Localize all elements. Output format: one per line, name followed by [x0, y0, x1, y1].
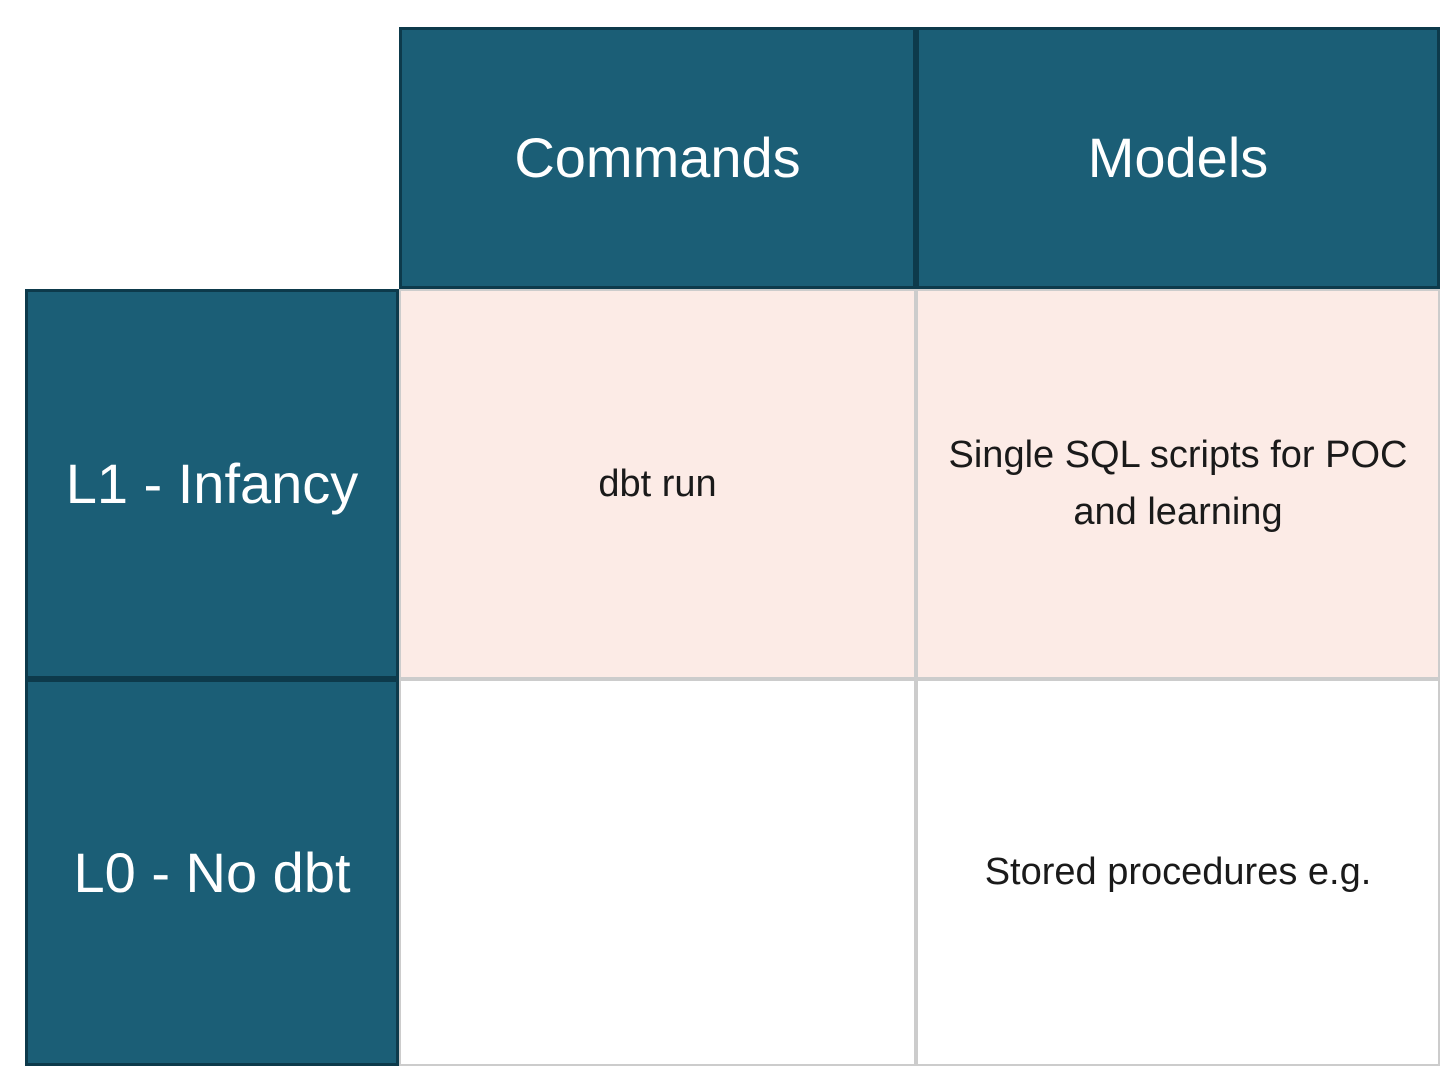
cell-l1-commands: dbt run	[399, 289, 916, 679]
cell-l0-commands	[399, 679, 916, 1066]
column-header-models: Models	[916, 27, 1440, 289]
cell-l1-models: Single SQL scripts for POC and learning	[916, 289, 1440, 679]
column-header-commands: Commands	[399, 27, 916, 289]
row-header-l0-no-dbt: L0 - No dbt	[25, 679, 399, 1066]
cell-l0-models: Stored procedures e.g.	[916, 679, 1440, 1066]
maturity-matrix-table: Commands Models L1 - Infancy dbt run Sin…	[25, 27, 1440, 1066]
row-header-l1-infancy: L1 - Infancy	[25, 289, 399, 679]
corner-empty-cell	[25, 27, 399, 289]
